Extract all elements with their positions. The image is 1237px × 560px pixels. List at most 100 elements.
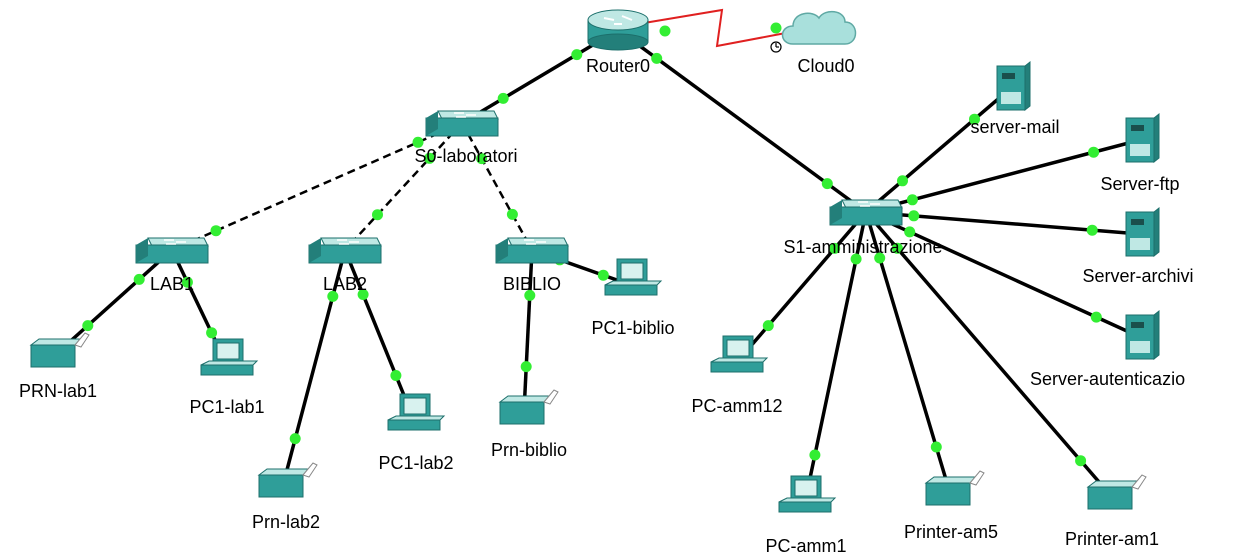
node-label: PC-amm12 xyxy=(691,396,782,416)
port-status-dot xyxy=(327,290,339,302)
nodes-layer: Router0 Cloud0S0-laboratoriS1-amministraz… xyxy=(19,9,1194,556)
node-lab1[interactable]: LAB1 xyxy=(135,237,209,294)
node-label: Printer-am1 xyxy=(1065,529,1159,549)
node-label: Printer-am5 xyxy=(904,522,998,542)
port-status-dot xyxy=(891,242,903,254)
serial-clock-icon xyxy=(770,41,782,53)
port-status-dot xyxy=(133,273,145,285)
node-server-archivi[interactable]: Server-archivi xyxy=(1082,206,1194,286)
node-s1[interactable]: S1-amministrazione xyxy=(783,199,943,257)
node-prn-lab1[interactable]: PRN-lab1 xyxy=(19,332,97,401)
link-s1-pc-amm12 xyxy=(735,210,868,364)
node-label: BIBLIO xyxy=(503,274,561,294)
router-icon xyxy=(587,9,649,51)
port-status-dot xyxy=(372,209,383,221)
node-lab2[interactable]: LAB2 xyxy=(308,237,382,294)
link-s0-biblio xyxy=(460,122,534,251)
node-printer-am1[interactable]: Printer-am1 xyxy=(1065,474,1159,549)
link-biblio-prn-biblio xyxy=(522,249,534,413)
port-status-dot xyxy=(1090,311,1102,323)
port-status-dot xyxy=(357,289,369,300)
node-label: LAB1 xyxy=(150,274,194,294)
node-label: Cloud0 xyxy=(797,56,854,76)
node-server-aut[interactable]: Server-autenticazio xyxy=(1030,309,1185,389)
node-printer-am5[interactable]: Printer-am5 xyxy=(904,470,998,542)
port-status-dot xyxy=(412,136,424,148)
port-status-dot xyxy=(210,225,222,237)
port-status-dot xyxy=(497,92,509,104)
printer-icon xyxy=(924,470,985,506)
port-status-dot xyxy=(809,449,821,461)
node-router0[interactable]: Router0 xyxy=(586,9,650,76)
node-label: PC1-lab2 xyxy=(378,453,453,473)
pc-icon xyxy=(778,475,837,513)
port-status-dot xyxy=(897,175,908,187)
node-server-mail[interactable]: server-mail xyxy=(970,60,1060,137)
switch-icon xyxy=(308,237,382,264)
port-status-dot xyxy=(659,25,671,37)
node-label: PC1-biblio xyxy=(591,318,674,338)
node-label: Prn-biblio xyxy=(491,440,567,460)
port-status-dot xyxy=(906,194,918,206)
pc-icon xyxy=(710,335,769,373)
node-label: Server-autenticazio xyxy=(1030,369,1185,389)
link-s1-server-mail xyxy=(864,86,1013,214)
node-server-ftp[interactable]: Server-ftp xyxy=(1100,112,1180,194)
node-pc1-lab2[interactable]: PC1-lab2 xyxy=(378,393,454,473)
node-prn-lab2[interactable]: Prn-lab2 xyxy=(252,462,320,532)
port-status-dot xyxy=(206,327,218,339)
link-lab2-prn-lab2 xyxy=(281,249,347,486)
link-lab1-prn-lab1 xyxy=(53,248,174,357)
switch-icon xyxy=(829,199,903,226)
link-s0-lab2 xyxy=(344,122,463,251)
node-label: PRN-lab1 xyxy=(19,381,97,401)
port-status-dot xyxy=(904,226,916,238)
server-icon xyxy=(1125,309,1160,361)
port-status-dot xyxy=(762,320,774,332)
node-label: Server-archivi xyxy=(1082,266,1193,286)
node-pc1-biblio[interactable]: PC1-biblio xyxy=(591,258,675,338)
node-cloud0[interactable]: Cloud0 xyxy=(781,10,857,76)
node-label: server-mail xyxy=(970,117,1059,137)
printer-icon xyxy=(257,462,318,498)
server-icon xyxy=(1125,206,1160,258)
node-s0[interactable]: S0-laboratori xyxy=(414,110,518,166)
node-label: Router0 xyxy=(586,56,650,76)
server-icon xyxy=(996,60,1031,112)
port-status-dot xyxy=(289,433,301,445)
port-status-dot xyxy=(571,49,583,61)
port-dots-layer xyxy=(82,22,1102,467)
node-pc-amm1[interactable]: PC-amm1 xyxy=(765,475,847,556)
server-icon xyxy=(1125,112,1160,164)
node-label: PC-amm1 xyxy=(765,536,846,556)
switch-icon xyxy=(495,237,569,264)
links-layer xyxy=(53,8,1141,503)
port-status-dot xyxy=(82,320,94,332)
node-pc1-lab1[interactable]: PC1-lab1 xyxy=(189,338,265,417)
port-status-dot xyxy=(850,253,862,265)
port-status-dot xyxy=(181,276,193,288)
node-prn-biblio[interactable]: Prn-biblio xyxy=(491,389,567,460)
port-status-dot xyxy=(770,22,782,34)
port-status-dot xyxy=(651,52,663,64)
node-label: PC1-lab1 xyxy=(189,397,264,417)
link-s1-printer-am1 xyxy=(864,210,1114,499)
node-label: S0-laboratori xyxy=(414,146,517,166)
node-biblio[interactable]: BIBLIO xyxy=(495,237,569,294)
switch-icon xyxy=(135,237,209,264)
port-status-dot xyxy=(1075,455,1087,467)
link-lab2-pc1-lab2 xyxy=(343,249,416,421)
port-status-dot xyxy=(520,361,532,373)
printer-icon xyxy=(498,389,559,425)
port-status-dot xyxy=(930,441,942,453)
node-label: Prn-lab2 xyxy=(252,512,320,532)
node-pc-amm12[interactable]: PC-amm12 xyxy=(691,335,783,416)
port-status-dot xyxy=(969,113,980,125)
pc-icon xyxy=(387,393,446,431)
port-status-dot xyxy=(1088,146,1100,158)
pc-icon xyxy=(200,338,259,376)
port-status-dot xyxy=(597,269,609,281)
printer-icon xyxy=(1086,474,1147,510)
